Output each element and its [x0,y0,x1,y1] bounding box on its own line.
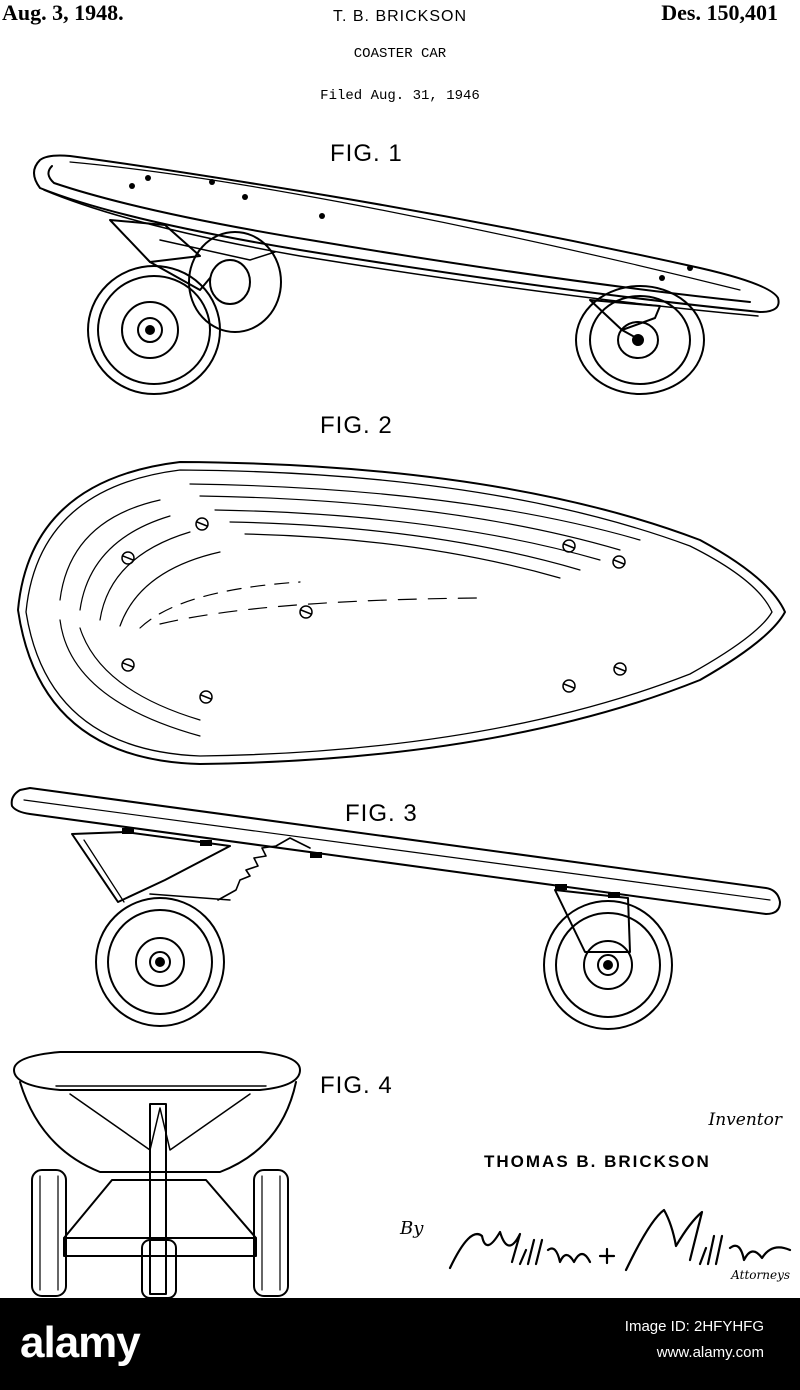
fig4-drawing [14,1052,300,1298]
footer-url: www.alamy.com [657,1344,764,1361]
alamy-logo: alamy [20,1318,140,1368]
fig2-label: FIG. 2 [320,412,393,440]
fig1-label: FIG. 1 [330,140,403,168]
fig4-label: FIG. 4 [320,1072,393,1100]
patent-drawings [0,0,800,1300]
fig2-drawing [18,462,785,764]
inventor-name: THOMAS B. BRICKSON [484,1152,711,1172]
fig1-drawing [34,156,779,395]
watermark-footer: alamy Image ID: 2HFYHFG www.alamy.com [0,1298,800,1390]
image-id: Image ID: 2HFYHFG [625,1318,764,1335]
attorneys-signature [450,1210,790,1270]
fig3-label: FIG. 3 [345,800,418,828]
attorneys-word: Attorneys [731,1268,790,1282]
inventor-word: Inventor [709,1110,782,1130]
by-label: By [400,1218,423,1239]
